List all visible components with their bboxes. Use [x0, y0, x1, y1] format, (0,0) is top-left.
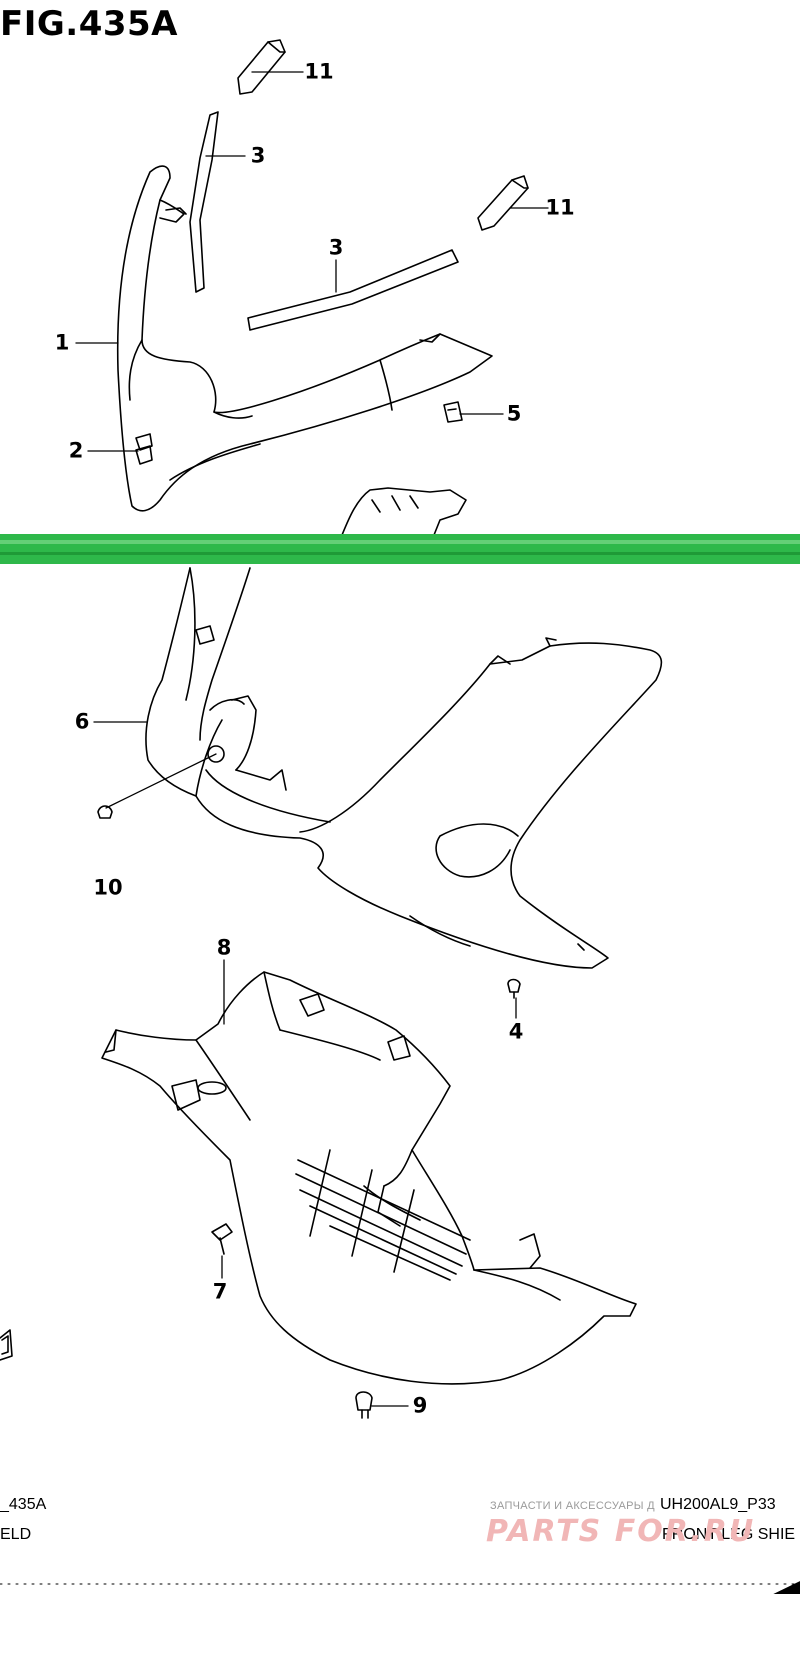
figure-title: FIG.435A — [0, 4, 178, 44]
part-8-lower-shield — [101, 971, 637, 1385]
part-5-clip — [443, 401, 463, 423]
footer-right-code: UH200AL9_P33 — [660, 1496, 776, 1513]
part-3-vertical — [189, 111, 219, 293]
footer-left-title: ELD — [0, 1526, 32, 1543]
fwd-arrow-icon — [773, 1581, 800, 1594]
part-2-emblem — [135, 433, 153, 465]
part-7-screw — [211, 1223, 233, 1255]
leader-lines — [75, 71, 549, 1407]
part-3-diagonal — [247, 249, 459, 331]
callout-7: 7 — [212, 1279, 228, 1304]
part-11-top — [237, 39, 286, 95]
part-1-front-cover — [116, 165, 493, 512]
callout-1: 1 — [54, 330, 70, 355]
parts-diagram — [0, 39, 800, 1594]
callout-11-right: 11 — [545, 195, 575, 220]
footer-left-code: _435A — [0, 1496, 47, 1513]
callout-2: 2 — [68, 438, 84, 463]
callout-6: 6 — [74, 709, 90, 734]
callout-3-vertical: 3 — [250, 143, 266, 168]
watermark-small-text: ЗАПЧАСТИ И АКСЕССУАРЫ Д — [490, 1500, 655, 1512]
part-6-leg-shield — [145, 567, 663, 969]
part-6-upper — [339, 487, 467, 541]
left-edge-emblem — [0, 1329, 13, 1361]
part-9-clip — [355, 1391, 373, 1419]
callout-11-top: 11 — [304, 59, 334, 84]
callout-5: 5 — [506, 401, 522, 426]
callout-3-diagonal: 3 — [328, 235, 344, 260]
part-11-right — [477, 175, 529, 231]
callout-8: 8 — [216, 935, 232, 960]
watermark-logo: PARTS FOR.RU — [486, 1514, 756, 1549]
scan-band — [0, 534, 800, 564]
fwd-label: FWD — [748, 1612, 800, 1656]
callout-9: 9 — [412, 1393, 428, 1418]
part-4-rivet — [507, 978, 521, 999]
callout-10: 10 — [93, 875, 123, 900]
part-10-grommet — [97, 805, 113, 819]
callout-4: 4 — [508, 1019, 524, 1044]
footer-right-title: FRONT LEG SHIE — [662, 1526, 796, 1543]
